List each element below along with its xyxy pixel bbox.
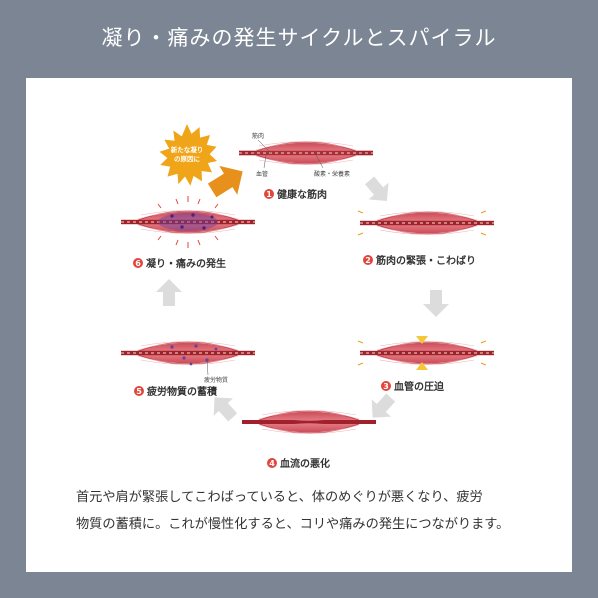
step-3-vessel-compression: 3 血管の圧迫: [357, 336, 495, 393]
description-line1: 首元や肩が緊張してこわばっていると、体のめぐりが悪くなり、疲労: [76, 490, 483, 505]
cycle-arrow-6-1: [207, 165, 243, 198]
step-5-fatigue-accumulation: 疲労物質 5 疲労物質の蓄積: [120, 340, 256, 398]
step-2-number: 2: [365, 256, 371, 265]
step-5-label: 疲労物質の蓄積: [147, 385, 218, 398]
cycle-panel: 新たな凝り の原因に 筋肉 血管 酸素・栄養素 1 健康な筋肉 2 筋肉の緊張・…: [26, 78, 572, 572]
step-5-number: 5: [136, 387, 142, 396]
step-1-number: 1: [266, 190, 272, 199]
annotation-oxygen: 酸素・栄養素: [314, 170, 350, 178]
step-6-label: 凝り・痛みの発生: [146, 257, 226, 270]
annotation-fatigue: 疲労物質: [204, 376, 228, 384]
cycle-arrow-5-6: [156, 279, 182, 306]
annotation-muscle: 筋肉: [252, 132, 264, 140]
annotation-vessel: 血管: [256, 170, 268, 178]
step-6-number: 6: [135, 259, 141, 268]
step-2-tense-muscle: 2 筋肉の緊張・こわばり: [357, 210, 495, 267]
step-4-label: 血流の悪化: [280, 457, 330, 470]
cycle-arrow-2-3: [423, 290, 449, 317]
step-1-healthy-muscle: 筋肉 血管 酸素・栄養素 1 健康な筋肉: [238, 132, 374, 201]
badge-line2: の原因に: [174, 154, 200, 163]
starburst-icon: [159, 124, 217, 186]
step-1-label: 健康な筋肉: [277, 188, 327, 201]
step-3-number: 3: [383, 382, 389, 391]
cycle-diagram: 新たな凝り の原因に 筋肉 血管 酸素・栄養素 1 健康な筋肉 2 筋肉の緊張・…: [120, 124, 495, 470]
description: 首元や肩が緊張してこわばっていると、体のめぐりが悪くなり、疲労 物質の蓄積に。こ…: [76, 484, 546, 538]
cycle-arrow-1-2: [359, 171, 397, 210]
page-title: 凝り・痛みの発生サイクルとスパイラル: [101, 26, 497, 50]
badge-line1: 新たな凝り: [171, 145, 204, 154]
step-4-poor-blood-flow: 4 血流の悪化: [241, 409, 377, 470]
step-3-label: 血管の圧迫: [394, 380, 445, 393]
step-2-label: 筋肉の緊張・こわばり: [375, 254, 476, 267]
step-4-number: 4: [269, 459, 275, 468]
description-line2: 物質の蓄積に。これが慢性化すると、コリや痛みの発生につながります。: [76, 517, 510, 532]
step-6-stiffness-pain: 6 凝り・痛みの発生: [120, 196, 256, 270]
new-cause-badge: 新たな凝り の原因に: [159, 124, 217, 186]
